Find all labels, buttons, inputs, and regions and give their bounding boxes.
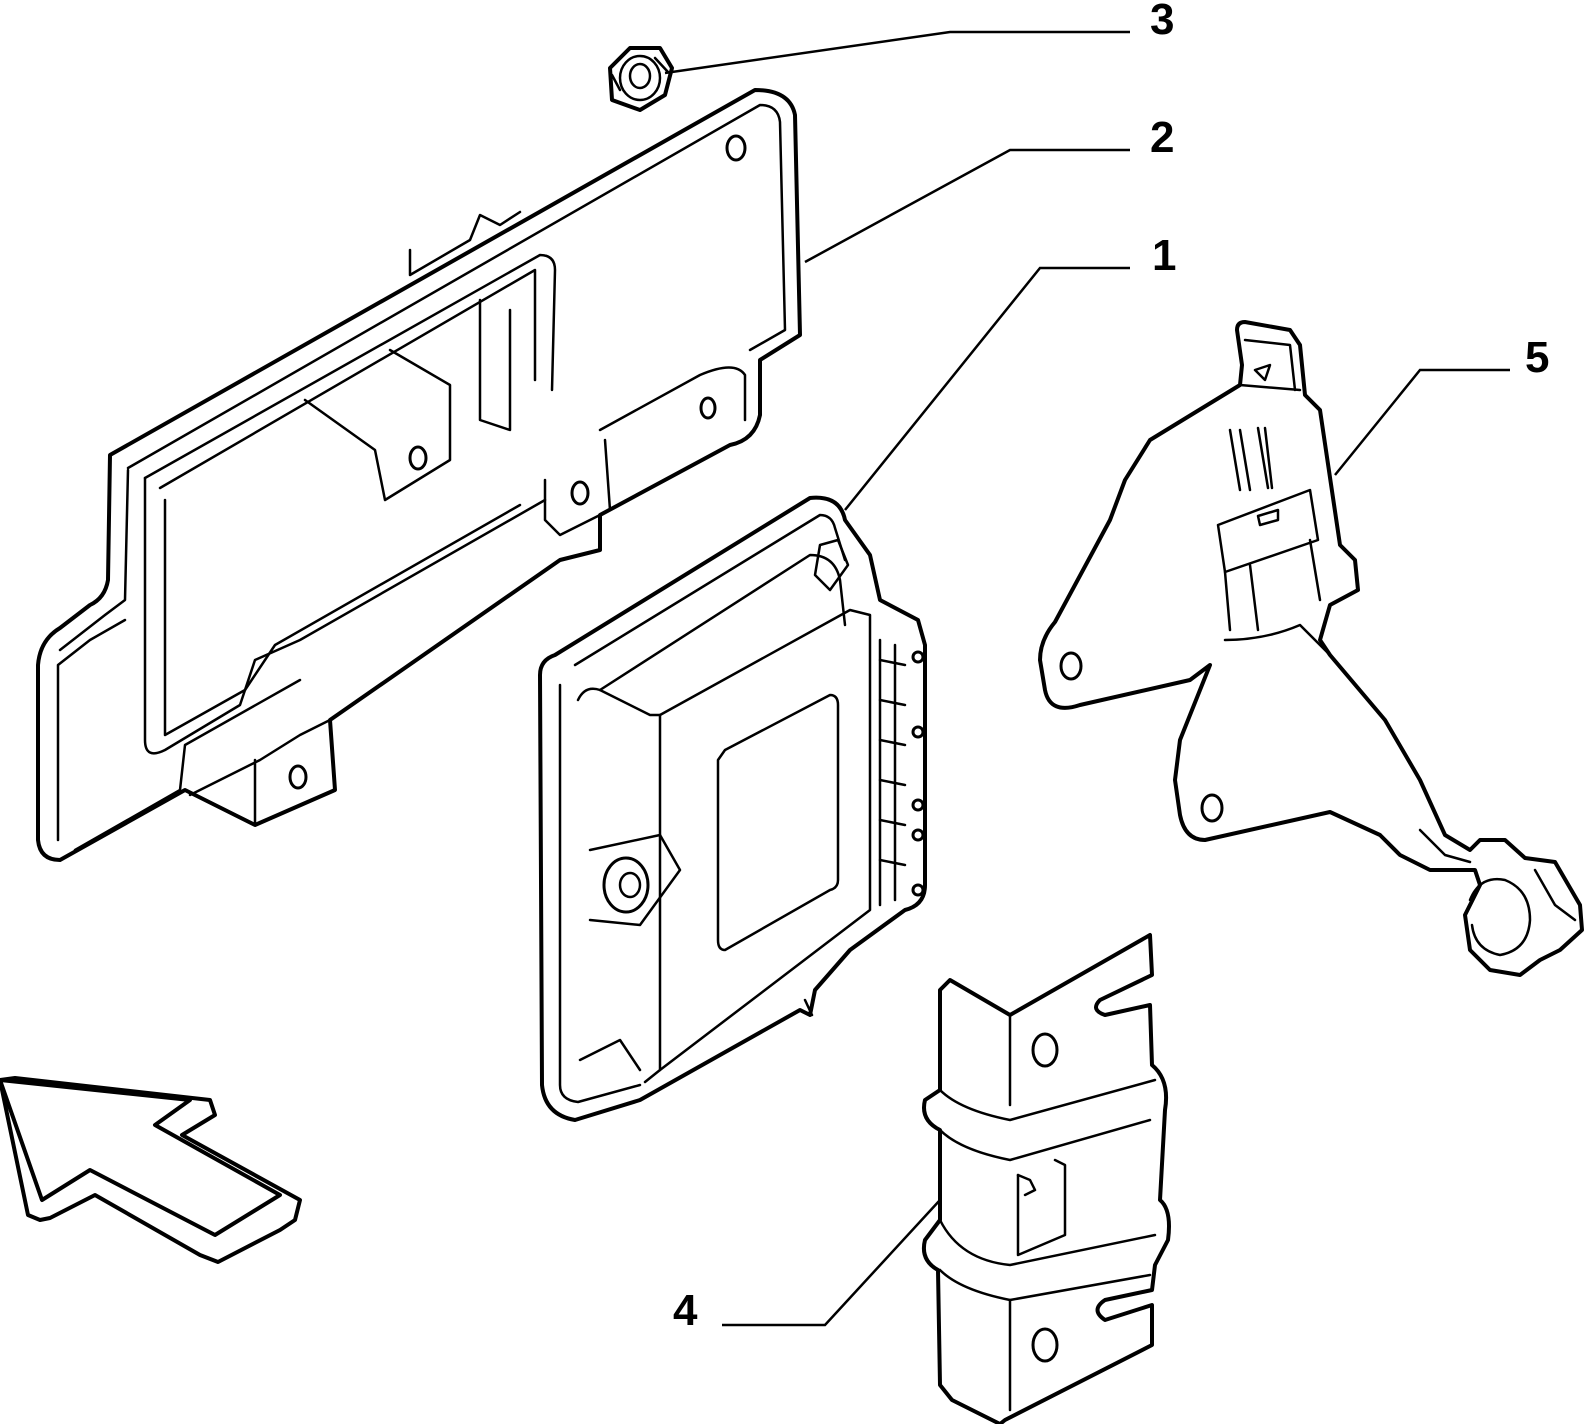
- leader-4: [722, 1199, 941, 1327]
- callout-3: 3: [1150, 0, 1174, 44]
- leader-2: [804, 148, 1130, 264]
- callout-2: 2: [1150, 113, 1174, 162]
- leader-1: [844, 266, 1130, 511]
- part-1-control-unit[interactable]: [538, 495, 927, 1122]
- callout-1: 1: [1152, 231, 1176, 280]
- leader-5: [1334, 368, 1510, 476]
- part-5-connector-bracket[interactable]: [1038, 320, 1584, 977]
- leader-3: [664, 30, 1130, 75]
- direction-arrow: [0, 1076, 302, 1264]
- part-3-hex-nut[interactable]: [608, 46, 674, 112]
- leader-lines: [664, 30, 1510, 1327]
- part-2-mounting-bracket[interactable]: [36, 88, 802, 862]
- callout-5: 5: [1525, 333, 1549, 382]
- part-4-clip-bracket[interactable]: [921, 933, 1171, 1424]
- callout-4: 4: [673, 1286, 698, 1335]
